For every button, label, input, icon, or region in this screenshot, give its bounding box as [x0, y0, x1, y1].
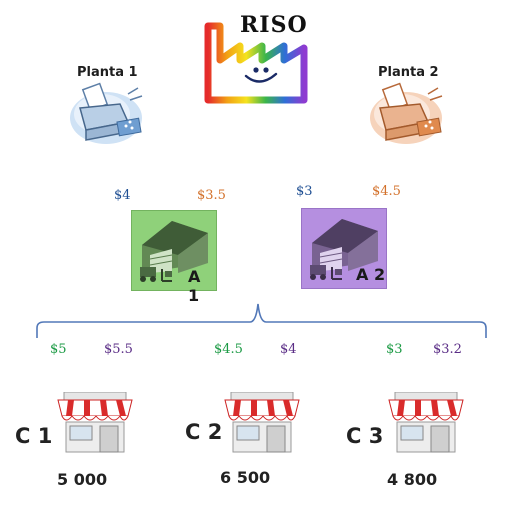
cost-planta1-a2: $3	[296, 184, 313, 199]
store-c2-demand: 6 500	[220, 468, 271, 487]
store-c2	[223, 391, 301, 454]
warehouse-a1-label: A 1	[188, 267, 201, 305]
plant-1	[66, 82, 154, 148]
store-icon	[388, 391, 464, 453]
cost-a2-c3: $3.2	[433, 342, 462, 357]
store-c1-label: C 1	[15, 424, 53, 448]
store-icon	[224, 391, 300, 453]
warehouse-icon	[140, 221, 208, 282]
cost-a1-c1: $5	[50, 342, 67, 357]
plant-1-label: Planta 1	[77, 65, 138, 80]
logo-text: RISO	[240, 12, 308, 38]
cost-a1-c3: $3	[386, 342, 403, 357]
store-c1	[56, 391, 134, 454]
store-c3-demand: 4 800	[387, 470, 438, 489]
store-icon	[57, 391, 133, 453]
cost-planta2-a1: $3.5	[197, 188, 226, 203]
warehouse-a2-label: A 2	[356, 265, 386, 284]
store-c3	[387, 391, 465, 454]
factory-logo-icon	[204, 22, 308, 104]
warehouse-a2: A 2	[301, 208, 387, 289]
cost-planta1-a1: $4	[114, 188, 131, 203]
warehouse-a1: A 1	[131, 210, 217, 305]
plant-2-label: Planta 2	[378, 65, 439, 80]
distribution-brace	[36, 303, 487, 338]
store-c3-label: C 3	[346, 424, 384, 448]
printer-icon	[70, 82, 143, 144]
riso-logo: RISO	[200, 8, 312, 104]
plant-2	[366, 82, 454, 148]
printer-icon	[370, 82, 443, 144]
warehouse-icon	[310, 219, 378, 280]
store-c1-demand: 5 000	[57, 470, 108, 489]
store-c2-label: C 2	[185, 420, 223, 444]
cost-a1-c2: $4.5	[214, 342, 243, 357]
cost-a2-c1: $5.5	[104, 342, 133, 357]
cost-a2-c2: $4	[280, 342, 297, 357]
cost-planta2-a2: $4.5	[372, 184, 401, 199]
